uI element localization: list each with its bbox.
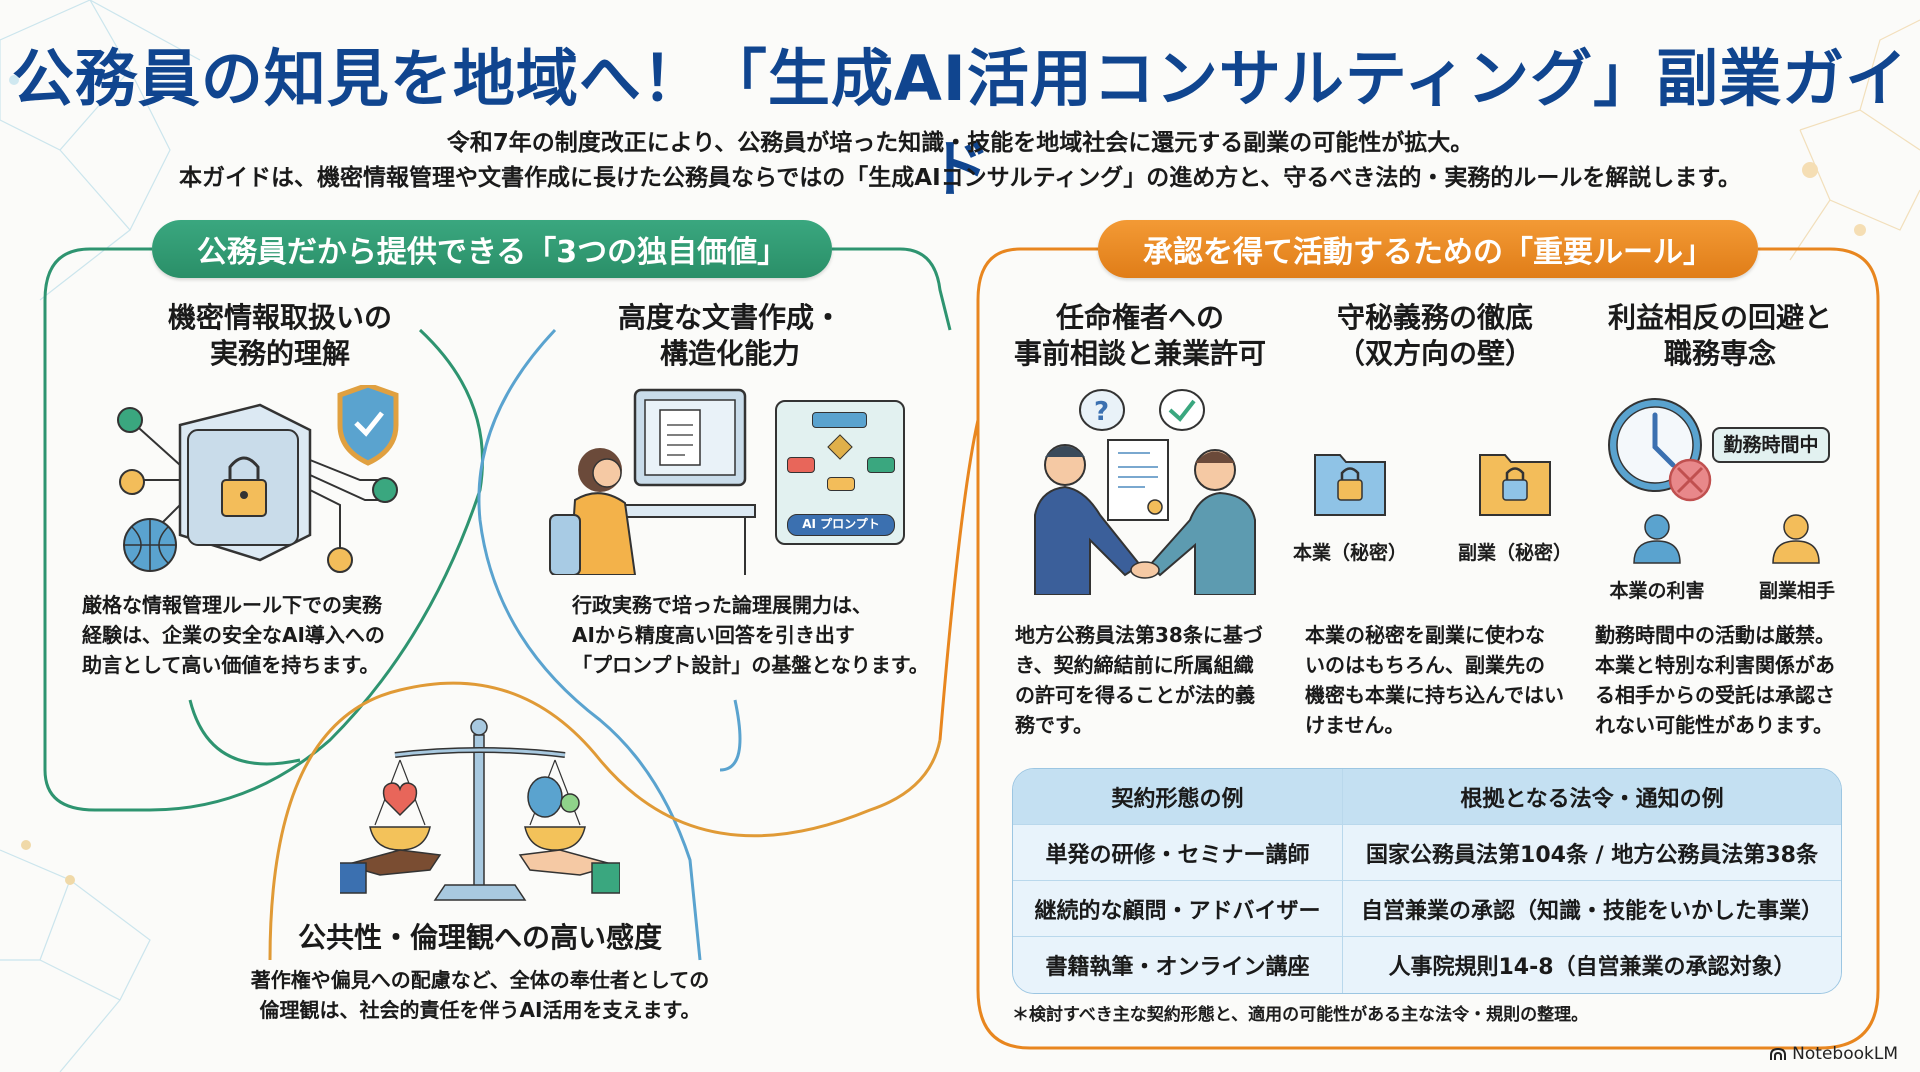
table-cell-contract: 書籍執筆・オンライン講座 xyxy=(1013,937,1343,993)
safe-lock-shield-icon xyxy=(117,385,399,573)
rule-1-heading-line-2: 事前相談と兼業許可 xyxy=(1013,337,1266,370)
rule-3-body-line-1: 勤務時間中の活動は厳禁。 xyxy=(1595,623,1835,647)
table-header-contract-type: 契約形態の例 xyxy=(1013,769,1343,825)
ai-prompt-card: AI プロンプト xyxy=(775,400,905,545)
rule-3-body-line-2: 本業と特別な利害関係があ xyxy=(1595,653,1835,677)
rule-1-heading-line-1: 任命権者への xyxy=(1055,301,1224,334)
rule-3-heading-line-1: 利益相反の回避と xyxy=(1607,301,1832,334)
flow-block-red xyxy=(787,457,815,473)
values-section-pill: 公務員だから提供できる「3つの独自価値」 xyxy=(152,220,832,278)
value-2-heading-line-2: 構造化能力 xyxy=(659,337,800,370)
handshake-icon: ? xyxy=(1034,389,1256,595)
flow-block-green xyxy=(867,457,895,473)
value-1-heading-line-1: 機密情報取扱いの xyxy=(167,301,392,334)
brand-label: NotebookLM xyxy=(1792,1044,1898,1064)
rule-2-heading-line-2: （双方向の壁） xyxy=(1336,337,1533,370)
rule-1-body: 地方公務員法第38条に基づ き、契約締結前に所属組織 の許可を得ることが法的義 … xyxy=(1015,620,1263,740)
table-header-legal-basis: 根拠となる法令・通知の例 xyxy=(1343,769,1841,825)
clock-prohibited-icon xyxy=(1608,398,1712,502)
value-2-body-line-1: 行政実務で培った論理展開力は、 xyxy=(572,593,872,617)
table-cell-law: 国家公務員法第104条 / 地方公務員法第38条 xyxy=(1343,825,1841,881)
rule-1-body-line-3: の許可を得ることが法的義 xyxy=(1015,683,1255,707)
rule-2-body-line-4: けません。 xyxy=(1305,713,1405,737)
ai-prompt-label: AI プロンプト xyxy=(787,514,895,536)
rule-3-body-line-4: れない可能性があります。 xyxy=(1595,713,1833,737)
value-3-heading: 公共性・倫理観への高い感度 xyxy=(297,921,662,954)
folder-side-lock-icon xyxy=(1479,454,1551,516)
rule-1-body-line-2: き、契約締結前に所属組織 xyxy=(1015,653,1254,677)
rule-3-heading: 利益相反の回避と 職務専念 xyxy=(1590,300,1850,372)
value-2-heading-line-1: 高度な文書作成・ xyxy=(617,301,842,334)
table-cell-law: 自営兼業の承認（知識・技能をいかした事業） xyxy=(1343,881,1841,937)
rule-3-body: 勤務時間中の活動は厳禁。 本業と特別な利害関係があ る相手からの受託は承認さ れ… xyxy=(1595,620,1835,740)
value-2-body-line-2: AIから精度高い回答を引き出す xyxy=(572,623,855,647)
rule-2-body-line-2: いのはもちろん、副業先の xyxy=(1305,653,1545,677)
work-hours-badge: 勤務時間中 xyxy=(1712,427,1830,463)
orange-connector xyxy=(938,419,980,741)
subtitle-line-2: 本ガイドは、機密情報管理や文書作成に長けた公務員ならではの「生成AIコンサルティ… xyxy=(178,165,1742,191)
subtitle-line-1: 令和7年の制度改正により、公務員が培った知識・技能を地域社会に還元する副業の可能… xyxy=(446,130,1474,156)
rule-3-heading-line-2: 職務専念 xyxy=(1663,337,1776,370)
flow-diamond xyxy=(827,434,853,460)
folder-main-label: 本業（秘密） xyxy=(1292,542,1407,564)
notebooklm-logo-icon xyxy=(1770,1047,1787,1060)
folder-side-label: 副業（秘密） xyxy=(1457,542,1572,564)
person-side-icon xyxy=(1772,514,1820,564)
person-main-icon xyxy=(1633,514,1681,564)
value-2-body-line-3: 「プロンプト設計」の基盤となります。 xyxy=(572,653,929,677)
contract-law-table: 契約形態の例 根拠となる法令・通知の例 単発の研修・セミナー講師 国家公務員法第… xyxy=(1012,768,1842,994)
green-arc xyxy=(188,699,301,766)
value-1-heading-line-2: 実務的理解 xyxy=(209,337,350,370)
svg-text:?: ? xyxy=(1094,397,1109,427)
rule-2-body: 本業の秘密を副業に使わな いのはもちろん、副業先の 機密も本業に持ち込んではい … xyxy=(1305,620,1564,740)
folder-main-lock-icon xyxy=(1314,454,1386,516)
value-1-heading: 機密情報取扱いの 実務的理解 xyxy=(95,300,465,372)
table-header-row: 契約形態の例 根拠となる法令・通知の例 xyxy=(1013,769,1841,825)
person-side-label: 副業相手 xyxy=(1758,580,1835,602)
value-1-body-line-1: 厳格な情報管理ルール下での実務 xyxy=(82,593,382,617)
blue-arc-2 xyxy=(719,699,742,772)
value-2-body: 行政実務で培った論理展開力は、 AIから精度高い回答を引き出す 「プロンプト設計… xyxy=(572,590,929,680)
page-title: 公務員の知見を地域へ！「生成AI活用コンサルティング」副業ガイド xyxy=(11,42,1909,205)
table-row: 書籍執筆・オンライン講座 人事院規則14-8（自営兼業の承認対象） xyxy=(1013,937,1841,993)
value-3-body-line-2: 倫理観は、社会的責任を伴うAI活用を支えます。 xyxy=(259,998,701,1022)
rule-2-heading-line-1: 守秘義務の徹底 xyxy=(1336,301,1533,334)
table-row: 単発の研修・セミナー講師 国家公務員法第104条 / 地方公務員法第38条 xyxy=(1013,825,1841,881)
balance-scale-icon xyxy=(340,718,620,901)
rules-section-pill: 承認を得て活動するための「重要ルール」 xyxy=(1098,220,1758,278)
table-footnote: ＊検討すべき主な契約形態と、適用の可能性がある主な法令・規則の整理。 xyxy=(1012,1005,1589,1025)
rule-1-body-line-4: 務です。 xyxy=(1015,713,1093,737)
value-1-body: 厳格な情報管理ルール下での実務 経験は、企業の安全なAI導入への 助言として高い… xyxy=(82,590,385,680)
table-cell-law: 人事院規則14-8（自営兼業の承認対象） xyxy=(1343,937,1841,993)
rule-1-heading: 任命権者への 事前相談と兼業許可 xyxy=(1000,300,1280,372)
table-cell-contract: 継続的な顧問・アドバイザー xyxy=(1013,881,1343,937)
person-at-computer-icon xyxy=(549,388,756,575)
value-3-body-line-1: 著作権や偏見への配慮など、全体の奉仕者としての xyxy=(250,968,710,992)
person-main-label: 本業の利害 xyxy=(1609,580,1705,602)
value-1-body-line-3: 助言として高い価値を持ちます。 xyxy=(82,653,380,677)
value-2-heading: 高度な文書作成・ 構造化能力 xyxy=(560,300,900,372)
value-1-body-line-2: 経験は、企業の安全なAI導入への xyxy=(82,623,385,647)
flow-block-yellow xyxy=(827,477,855,491)
rule-2-body-line-3: 機密も本業に持ち込んではい xyxy=(1305,683,1564,707)
rule-2-body-line-1: 本業の秘密を副業に使わな xyxy=(1305,623,1545,647)
rule-2-heading: 守秘義務の徹底 （双方向の壁） xyxy=(1300,300,1570,372)
flow-block-blue xyxy=(812,412,867,428)
rule-1-body-line-1: 地方公務員法第38条に基づ xyxy=(1015,623,1263,647)
table-row: 継続的な顧問・アドバイザー 自営兼業の承認（知識・技能をいかした事業） xyxy=(1013,881,1841,937)
notebooklm-brand: NotebookLM xyxy=(1769,1044,1898,1064)
value-3-body: 著作権や偏見への配慮など、全体の奉仕者としての 倫理観は、社会的責任を伴うAI活… xyxy=(230,965,730,1025)
table-cell-contract: 単発の研修・セミナー講師 xyxy=(1013,825,1343,881)
rule-3-body-line-3: る相手からの受託は承認さ xyxy=(1595,683,1835,707)
